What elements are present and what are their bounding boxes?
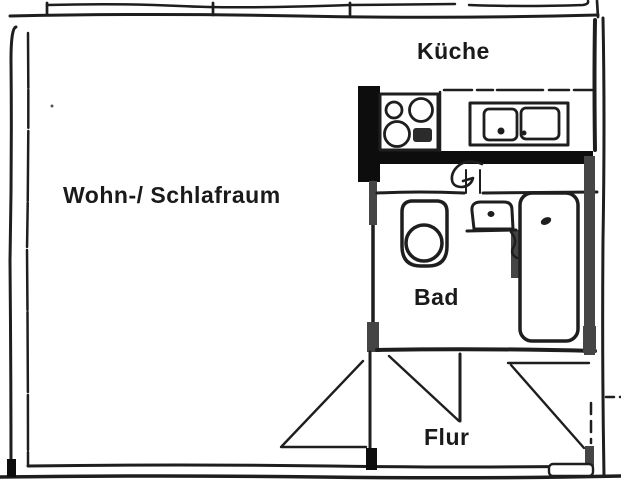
toilet-icon [400, 199, 449, 268]
entrance-threshold [547, 462, 595, 478]
room-label-living-sleeping: Wohn-/ Schlafraum [63, 182, 281, 208]
bathtub-icon [518, 191, 580, 343]
scan-speck [50, 104, 54, 108]
door-swing-bath-hall [387, 352, 462, 423]
door-swing-living-hall [279, 359, 368, 449]
washbasin-icon [465, 200, 519, 260]
door-swing-kitchen-bath [450, 160, 484, 189]
room-label-kitchen: Küche [417, 38, 490, 64]
room-label-hallway: Flur [424, 424, 470, 450]
load-bearing-wall [358, 86, 593, 182]
room-label-bathroom: Bad [414, 284, 459, 310]
stove-icon [378, 92, 440, 152]
door-swing-entrance [506, 361, 591, 450]
kitchen-counter [438, 88, 594, 153]
double-basin-sink-icon [468, 101, 570, 147]
